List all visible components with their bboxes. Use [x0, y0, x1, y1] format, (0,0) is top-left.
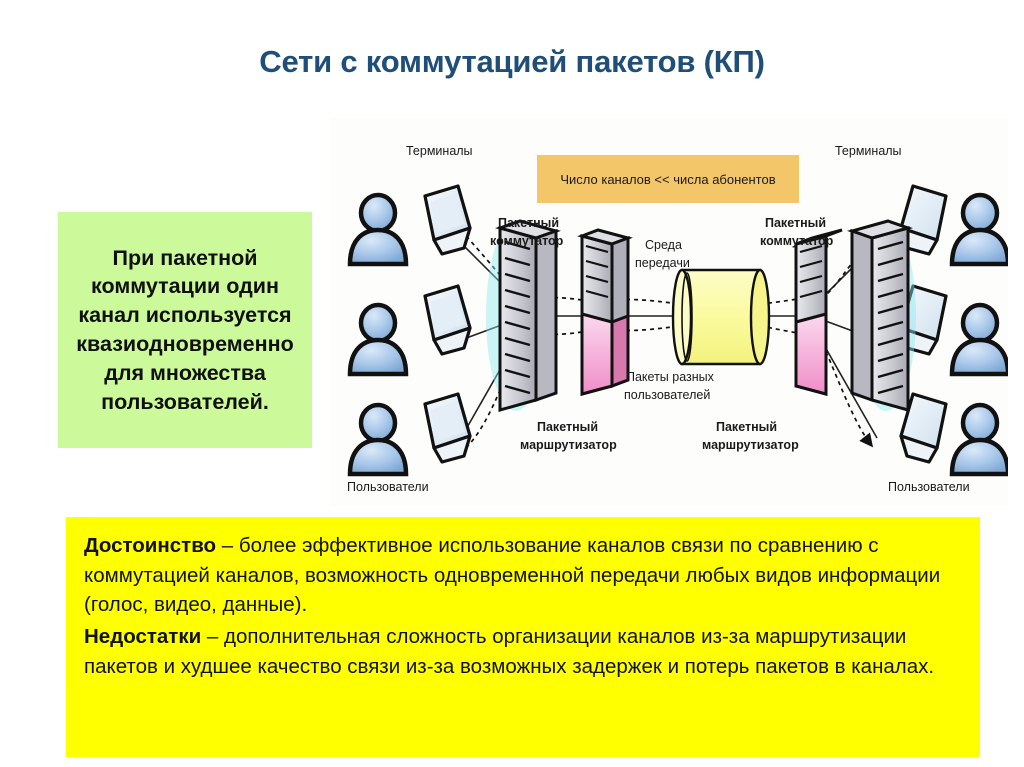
terminal-monitor-left-3 — [423, 392, 472, 464]
label-users-right: Пользователи — [888, 480, 970, 494]
advantage-paragraph: Достоинство – более эффективное использо… — [84, 531, 964, 620]
green-callout-line: для множества — [104, 360, 266, 385]
label-packet-switch-right-line1: Пакетный — [765, 216, 827, 230]
label-medium-line2: передачи — [635, 256, 690, 270]
label-packets-line2: пользователей — [624, 388, 711, 402]
label-packets-line1: Пакеты разных — [626, 370, 714, 384]
drawback-lead: Недостатки — [84, 625, 202, 649]
advantage-lead: Достоинство — [84, 534, 217, 557]
terminal-monitor-left-2 — [423, 284, 472, 356]
drawback-text: – дополнительная сложность организации к… — [84, 625, 935, 678]
label-users-left: Пользователи — [347, 480, 429, 494]
green-callout-box: При пакетной коммутации один канал испол… — [58, 212, 312, 448]
user-person-right-2 — [949, 302, 1008, 377]
green-callout-line: пользователей. — [101, 389, 269, 414]
packet-switch-right-icon — [846, 219, 916, 412]
packet-switch-left-icon — [486, 219, 562, 412]
label-terminals-right: Терминалы — [835, 144, 902, 158]
channels-note-box: Число каналов << числа абонентов — [537, 155, 799, 203]
label-packet-switch-left-line2: коммутатор — [490, 234, 564, 248]
green-callout-line: коммутации один — [91, 274, 279, 299]
diagram-canvas — [347, 184, 1008, 477]
user-person-left-2 — [347, 302, 409, 377]
terminal-monitor-right-3 — [899, 392, 948, 464]
label-packet-switch-right-line2: коммутатор — [760, 234, 834, 248]
terminal-monitor-right-1 — [899, 184, 948, 256]
transmission-medium-icon — [671, 268, 771, 366]
label-packet-router-left-line2: маршрутизатор — [520, 438, 617, 452]
green-callout-line: квазиодновременно — [76, 332, 294, 356]
advantage-text: – более эффективное использование канало… — [84, 534, 941, 617]
label-terminals-left: Терминалы — [406, 144, 473, 158]
label-packet-router-left-line1: Пакетный — [537, 420, 599, 434]
label-packet-router-right-line1: Пакетный — [716, 420, 778, 434]
terminal-monitor-right-2 — [899, 284, 948, 356]
label-packet-router-right-line2: маршрутизатор — [702, 438, 799, 452]
channels-note-text: Число каналов << числа абонентов — [560, 171, 776, 187]
label-packet-switch-left-line1: Пакетный — [498, 216, 560, 230]
user-person-right-1 — [949, 192, 1008, 267]
user-person-right-3 — [949, 402, 1008, 477]
yellow-callout-box: Достоинство – более эффективное использо… — [66, 517, 980, 757]
green-callout-line: При пакетной — [112, 245, 258, 270]
green-callout-line: канал используется — [78, 303, 292, 328]
drawback-paragraph: Недостатки – дополнительная сложность ор… — [84, 622, 964, 681]
page-title: Сети с коммутацией пакетов (КП) — [259, 44, 765, 79]
terminal-monitor-left-1 — [423, 184, 472, 256]
packet-router-right-icon — [794, 228, 843, 396]
packet-switching-diagram: Число каналов << числа абонентов Термина… — [330, 118, 1008, 506]
label-medium-line1: Среда — [645, 238, 682, 252]
user-person-left-3 — [347, 402, 409, 477]
packet-router-left-icon — [577, 228, 633, 396]
user-person-left-1 — [347, 192, 409, 267]
